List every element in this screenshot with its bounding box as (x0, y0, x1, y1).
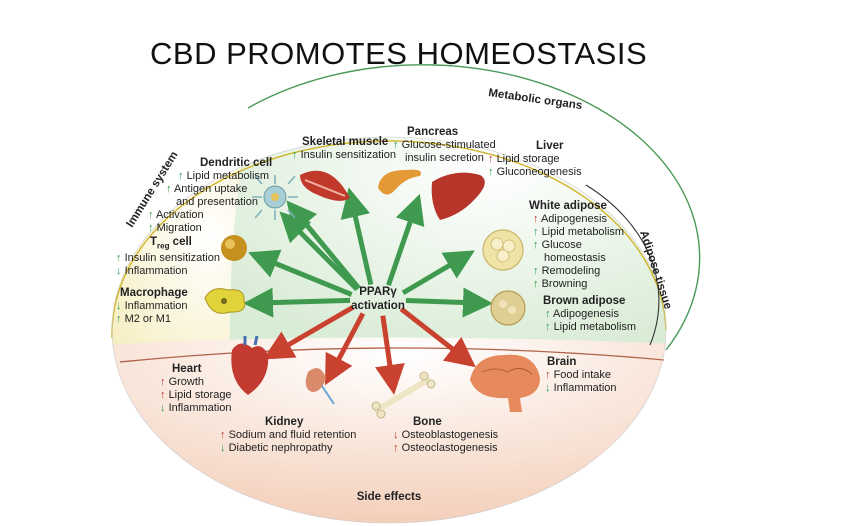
arrow-to-brown-adipose (405, 287, 493, 318)
treg-item: ↑ Insulin sensitization (116, 252, 220, 265)
macrophage-title: Macrophage (120, 287, 188, 299)
kidney-item: ↓ Diabetic nephropathy (220, 442, 333, 454)
outer-ellipse (111, 136, 667, 524)
pancreas-icon (378, 169, 421, 195)
bone-item: ↑ Osteoclastogenesis (393, 442, 498, 454)
arrow-to-bone (375, 315, 405, 395)
white-adipose-item: ↑ Lipid metabolism (533, 226, 625, 238)
dendritic-item: ↑ Lipid metabolism (178, 170, 270, 182)
liver-item: ↑ Gluconeogenesis (488, 166, 582, 178)
white-adipose-item-cont: homeostasis (544, 252, 606, 264)
skeletal-muscle-item: ↑ Insulin sensitization (292, 149, 396, 161)
dendritic-cell-icon (252, 175, 298, 220)
center-label-line2: activation (351, 300, 405, 312)
white-adipose-icon (482, 229, 524, 271)
brown-adipose-icon (490, 290, 526, 326)
arrow-to-white-adipose (401, 250, 475, 295)
dendritic-item: ↑ Antigen uptake (166, 183, 248, 195)
side-effects-border (119, 347, 665, 363)
brown-adipose-title: Brown adipose (543, 295, 626, 307)
macrophage-block: Macrophage ↓ Inflammation ↑ M2 or M1 (116, 287, 188, 326)
brown-adipose-item: ↑ Lipid metabolism (545, 321, 637, 333)
heart-item: ↑ Lipid storage (160, 389, 232, 401)
white-adipose-title: White adipose (529, 200, 607, 212)
center-label-line1: PPARγ (359, 286, 397, 298)
arrow-to-treg-cell (248, 249, 353, 297)
side-effects-label: Side effects (357, 491, 422, 503)
skeletal-muscle-title: Skeletal muscle (302, 136, 389, 148)
white-adipose-block: White adipose ↑ Adipogenesis ↑ Lipid met… (529, 200, 625, 291)
dendritic-cell-block: Dendritic cell ↑ Lipid metabolism ↑ Anti… (148, 157, 272, 235)
metabolic-organs-label: Metabolic organs (488, 87, 583, 112)
metabolic-border (247, 64, 701, 351)
heart-item: ↑ Growth (160, 376, 205, 388)
treg-cell-icon (221, 235, 247, 261)
bone-block: Bone ↓ Osteoblastogenesis ↑ Osteoclastog… (393, 416, 498, 455)
center-label: PPARγ activation (338, 285, 418, 313)
heart-title: Heart (172, 363, 202, 375)
page-title: CBD PROMOTES HOMEOSTASIS (150, 36, 648, 71)
liver-item: ↑ Lipid storage (488, 153, 560, 165)
heart-block: Heart ↑ Growth ↑ Lipid storage ↓ Inflamm… (160, 363, 232, 415)
arrow-to-heart (263, 305, 355, 360)
treg-cell-block: Treg cell ↑ Insulin sensitization ↓ Infl… (116, 236, 220, 278)
kidney-item: ↑ Sodium and fluid retention (220, 429, 357, 441)
arrow-to-dendritic-cell (279, 211, 359, 292)
treg-cell-title: Treg cell (150, 236, 192, 251)
arrow-to-pancreas (340, 187, 374, 286)
bone-title: Bone (413, 416, 442, 428)
treg-item: ↓ Inflammation (116, 265, 188, 278)
arrow-to-kidney (324, 312, 366, 386)
adipose-border (585, 184, 660, 346)
liver-block: Liver ↑ Lipid storage ↑ Gluconeogenesis (488, 140, 582, 179)
heart-icon (231, 335, 269, 395)
brain-block: Brain ↑ Food intake ↓ Inflammation (545, 356, 617, 395)
kidney-block: Kidney ↑ Sodium and fluid retention ↓ Di… (220, 416, 356, 455)
liver-title: Liver (536, 140, 564, 152)
brain-title: Brain (547, 356, 577, 368)
brown-adipose-block: Brown adipose ↑ Adipogenesis ↑ Lipid met… (543, 295, 637, 334)
pancreas-block: Pancreas ↑ Glucose-stimulated insulin se… (393, 126, 496, 165)
bone-icon (371, 371, 436, 419)
arrow-to-macrophage (243, 287, 351, 318)
kidney-title: Kidney (265, 416, 304, 428)
arrow-to-liver (386, 193, 425, 286)
white-adipose-item: ↑ Glucose (533, 239, 582, 251)
pancreas-title: Pancreas (407, 126, 459, 138)
liver-icon (431, 172, 485, 220)
brain-item: ↑ Food intake (545, 369, 612, 381)
macrophage-item: ↓ Inflammation (116, 300, 188, 312)
dendritic-cell-title: Dendritic cell (200, 157, 273, 169)
pancreas-item-cont: insulin secretion (405, 152, 484, 164)
macrophage-item: ↑ M2 or M1 (116, 313, 172, 325)
white-adipose-item: ↑ Adipogenesis (533, 213, 608, 225)
dendritic-item-cont: and presentation (176, 196, 258, 208)
brain-item: ↓ Inflammation (545, 382, 617, 394)
heart-item: ↓ Inflammation (160, 402, 232, 414)
immune-border (111, 140, 667, 339)
white-adipose-item: ↑ Remodeling (533, 265, 601, 277)
white-adipose-item: ↑ Browning (533, 278, 588, 290)
pancreas-item: ↑ Glucose-stimulated (393, 139, 496, 151)
arrow-to-brain (399, 306, 476, 368)
kidney-icon (305, 368, 335, 405)
macrophage-icon (204, 288, 246, 314)
brown-adipose-item: ↑ Adipogenesis (545, 308, 620, 320)
dendritic-item: ↑ Migration (148, 222, 202, 234)
skeletal-muscle-block: Skeletal muscle ↑ Insulin sensitization (292, 136, 396, 162)
skeletal-muscle-icon (300, 170, 350, 201)
brain-icon (470, 354, 540, 412)
bone-item: ↓ Osteoblastogenesis (393, 429, 499, 441)
arrow-group (243, 187, 493, 395)
dendritic-item: ↑ Activation (148, 209, 204, 221)
